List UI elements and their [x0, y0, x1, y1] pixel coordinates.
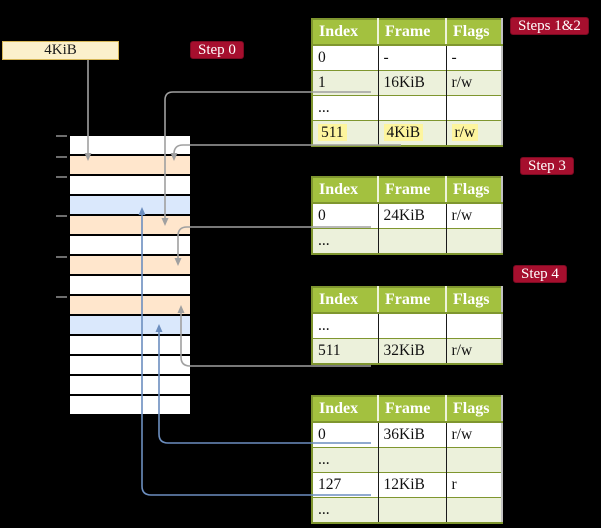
highlighted-value: r/w: [451, 124, 479, 141]
table-cell: 127: [312, 472, 378, 498]
physical-memory-stack: [70, 136, 190, 416]
table-cell: 24KiB: [377, 202, 446, 229]
table-cell: [377, 447, 446, 473]
table-row: ...: [312, 228, 502, 254]
table-cell: ...: [312, 497, 378, 523]
column-header-flags: Flags: [445, 19, 502, 46]
column-header-frame: Frame: [377, 396, 446, 423]
table-cell: 12KiB: [377, 472, 446, 498]
table-row: 0--: [312, 44, 502, 71]
memory-frame-white: [70, 336, 190, 356]
steps-1-2-badge: Steps 1&2: [510, 17, 589, 35]
memory-frame-blue: [70, 196, 190, 216]
memory-frame-white: [70, 276, 190, 296]
column-header-frame: Frame: [377, 177, 446, 204]
memory-frame-white: [70, 396, 190, 416]
table-cell: -: [377, 44, 446, 71]
table-cell: ...: [312, 95, 378, 121]
column-header-flags: Flags: [445, 287, 502, 314]
column-header-index: Index: [312, 396, 378, 423]
memory-frame-blue: [70, 316, 190, 336]
memory-frame-white: [70, 136, 190, 156]
table-cell: ...: [312, 447, 378, 473]
table-cell: 4KiB: [377, 120, 446, 146]
column-header-index: Index: [312, 287, 378, 314]
table-row: ...: [312, 497, 502, 523]
table-cell: 0: [312, 44, 378, 71]
table-cell: [377, 228, 446, 254]
step-0-badge: Step 0: [190, 41, 244, 59]
table-cell: -: [445, 44, 502, 71]
page-table-base-label: 4KiB: [44, 42, 77, 58]
table-cell: 511: [312, 338, 378, 364]
table-cell: [445, 497, 502, 523]
table-cell: r/w: [445, 70, 502, 96]
table-cell: ...: [312, 228, 378, 254]
step-3-badge: Step 3: [520, 157, 574, 175]
address-tick-marks: [56, 135, 67, 298]
column-header-flags: Flags: [445, 177, 502, 204]
table-row: 511 4KiB r/w: [312, 120, 502, 146]
table-cell: r/w: [445, 421, 502, 448]
memory-frame-orange: [70, 216, 190, 236]
memory-frame-white: [70, 376, 190, 396]
column-header-frame: Frame: [377, 287, 446, 314]
memory-frame-white: [70, 176, 190, 196]
table-cell: [377, 497, 446, 523]
table-cell: 16KiB: [377, 70, 446, 96]
table-cell: [445, 447, 502, 473]
table-cell: r/w: [445, 338, 502, 364]
page-table-base-box: 4KiB: [2, 41, 119, 60]
table-cell: 1: [312, 70, 378, 96]
memory-frame-orange: [70, 256, 190, 276]
table-cell: 0: [312, 421, 378, 448]
table-cell: r/w: [445, 120, 502, 146]
column-header-flags: Flags: [445, 396, 502, 423]
table-cell: r/w: [445, 202, 502, 229]
table-cell: [445, 228, 502, 254]
column-header-index: Index: [312, 177, 378, 204]
table-row: ...: [312, 95, 502, 121]
step-4-badge: Step 4: [513, 265, 567, 283]
memory-frame-white: [70, 356, 190, 376]
table-cell: 36KiB: [377, 421, 446, 448]
highlighted-value: 4KiB: [383, 124, 424, 141]
highlighted-value: 511: [318, 124, 347, 141]
memory-frame-white: [70, 236, 190, 256]
table-row: ...: [312, 312, 502, 339]
table-cell: r: [445, 472, 502, 498]
table-cell: 511: [312, 120, 378, 146]
table-cell: [445, 312, 502, 339]
table-cell: [377, 95, 446, 121]
table-cell: [445, 95, 502, 121]
column-header-index: Index: [312, 19, 378, 46]
table-cell: 0: [312, 202, 378, 229]
table-row: ...: [312, 447, 502, 473]
table-cell: [377, 312, 446, 339]
memory-frame-orange: [70, 156, 190, 176]
table-cell: 32KiB: [377, 338, 446, 364]
column-header-frame: Frame: [377, 19, 446, 46]
table-cell: ...: [312, 312, 378, 339]
memory-frame-orange: [70, 296, 190, 316]
